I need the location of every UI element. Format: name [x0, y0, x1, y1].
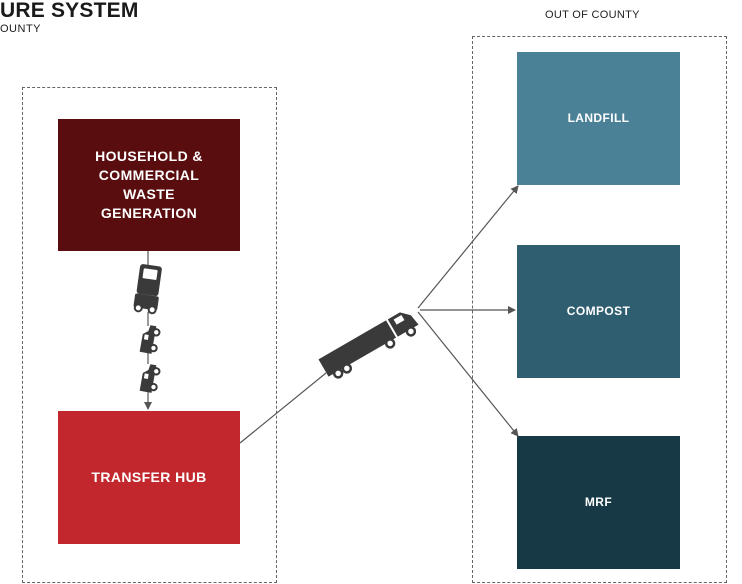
compost-node: COMPOST — [517, 245, 680, 378]
waste-generation-label: HOUSEHOLD & COMMERCIAL WASTE GENERATION — [95, 148, 203, 221]
compost-label: COMPOST — [566, 304, 631, 318]
landfill-label: LANDFILL — [567, 111, 630, 125]
transfer-hub-label: TRANSFER HUB — [91, 469, 207, 485]
transfer-hub-node: TRANSFER HUB — [58, 411, 240, 544]
in-county-zone — [22, 87, 277, 583]
page-title: URE SYSTEM — [0, 0, 139, 22]
landfill-node: LANDFILL — [517, 52, 680, 185]
out-of-county-label: OUT OF COUNTY — [545, 9, 640, 21]
waste-generation-node: HOUSEHOLD & COMMERCIAL WASTE GENERATION — [58, 119, 240, 251]
mrf-label: MRF — [584, 495, 613, 509]
mrf-node: MRF — [517, 436, 680, 569]
page-subtitle: OUNTY — [0, 23, 41, 35]
semi-truck-icon — [318, 312, 419, 379]
